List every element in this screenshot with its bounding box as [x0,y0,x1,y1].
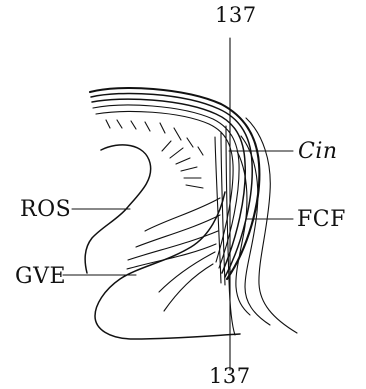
top-marker-label: 137 [215,3,257,27]
fan-fiber-8 [198,147,203,155]
fan-fiber-3 [131,121,136,129]
cin-label: Cin [298,139,338,164]
gve-label: GVE [15,264,66,289]
fan-fiber-10 [170,148,183,158]
fan-fiber-11 [176,158,190,164]
ros-label: ROS [20,197,71,222]
inner-fiber-6 [164,264,213,311]
fcf-label: FCF [297,207,346,232]
bottom-marker-label: 137 [209,364,251,388]
upper-fiber-1 [90,88,259,279]
fan-fiber-12 [181,167,197,171]
upper-fiber-5 [96,111,233,262]
fan-fiber-2 [117,120,122,128]
fan-fiber-14 [186,185,203,188]
right-fiber-1 [246,118,297,333]
fan-fiber-1 [106,120,110,128]
fan-fiber-6 [174,128,181,140]
fan-fiber-5 [160,123,165,133]
inner-fiber-1 [145,198,220,231]
fan-fiber-4 [145,122,150,131]
fan-fiber-7 [187,138,193,147]
fan-fiber-9 [162,141,171,151]
inner-fiber-2 [136,215,220,247]
